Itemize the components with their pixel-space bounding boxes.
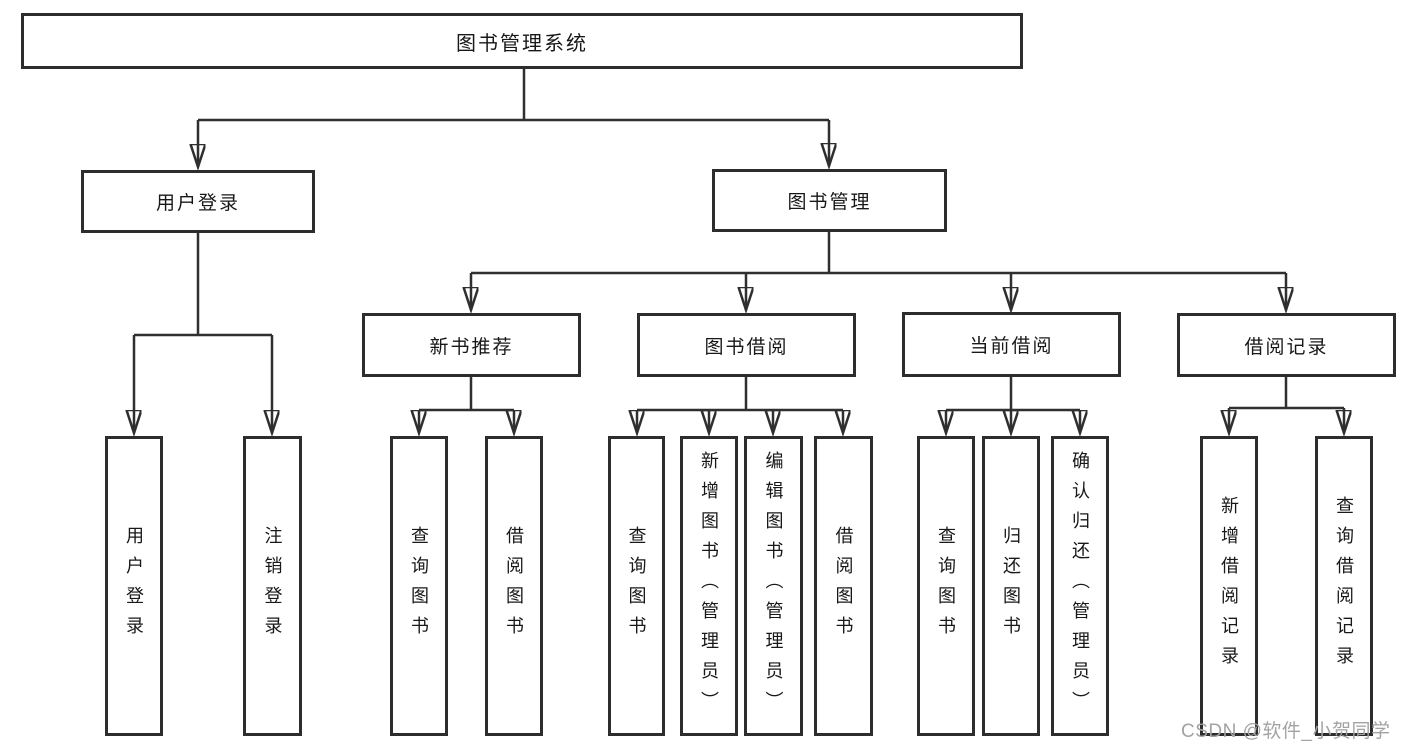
- node-label: 新增借阅记录: [1219, 496, 1239, 676]
- leaf-add-borrow-record: 新增借阅记录: [1200, 436, 1258, 736]
- node-user-login: 用户登录: [81, 170, 315, 233]
- leaf-user-login: 用户登录: [105, 436, 163, 736]
- node-label: 图书管理系统: [456, 32, 588, 55]
- node-label: 确认归还（管理员）: [1070, 451, 1090, 721]
- leaf-borrow-books: 借阅图书: [814, 436, 873, 736]
- node-label: 当前借阅: [969, 336, 1054, 357]
- node-label: 图书借阅: [704, 336, 789, 358]
- node-label: 新增图书（管理员）: [699, 451, 719, 721]
- node-label: 注销登录: [262, 526, 283, 646]
- node-label: 查询图书: [626, 526, 647, 646]
- node-label: 查询借阅记录: [1334, 496, 1354, 676]
- leaf-query-books-recommend: 查询图书: [390, 436, 448, 736]
- node-label: 借阅图书: [504, 526, 524, 646]
- leaf-query-books-current: 查询图书: [917, 436, 975, 736]
- node-label: 查询图书: [409, 526, 429, 646]
- node-new-book-recommend: 新书推荐: [362, 313, 581, 377]
- node-label: 查询图书: [936, 526, 956, 646]
- node-root-library-system: 图书管理系统: [21, 13, 1023, 69]
- leaf-query-borrow-record: 查询借阅记录: [1315, 436, 1373, 736]
- node-current-borrowing: 当前借阅: [902, 312, 1121, 377]
- node-label: 用户登录: [155, 193, 240, 214]
- leaf-add-books-admin: 新增图书（管理员）: [680, 436, 738, 736]
- node-label: 用户登录: [124, 526, 144, 646]
- node-label: 借阅图书: [833, 526, 854, 646]
- node-label: 图书管理: [787, 192, 872, 213]
- node-label: 新书推荐: [429, 336, 514, 358]
- csdn-watermark: CSDN @软件_小贺同学: [1181, 721, 1391, 742]
- leaf-confirm-return-admin: 确认归还（管理员）: [1051, 436, 1109, 736]
- node-book-management: 图书管理: [712, 169, 947, 232]
- leaf-edit-books-admin: 编辑图书（管理员）: [744, 436, 803, 736]
- leaf-return-books: 归还图书: [982, 436, 1040, 736]
- leaf-query-books-borrowing: 查询图书: [608, 436, 665, 736]
- node-label: 归还图书: [1001, 526, 1021, 646]
- node-borrow-records: 借阅记录: [1177, 313, 1396, 377]
- node-book-borrowing: 图书借阅: [637, 313, 856, 377]
- node-label: 编辑图书（管理员）: [763, 451, 784, 721]
- leaf-borrow-books-recommend: 借阅图书: [485, 436, 543, 736]
- node-label: 借阅记录: [1244, 336, 1329, 358]
- leaf-logout: 注销登录: [243, 436, 302, 736]
